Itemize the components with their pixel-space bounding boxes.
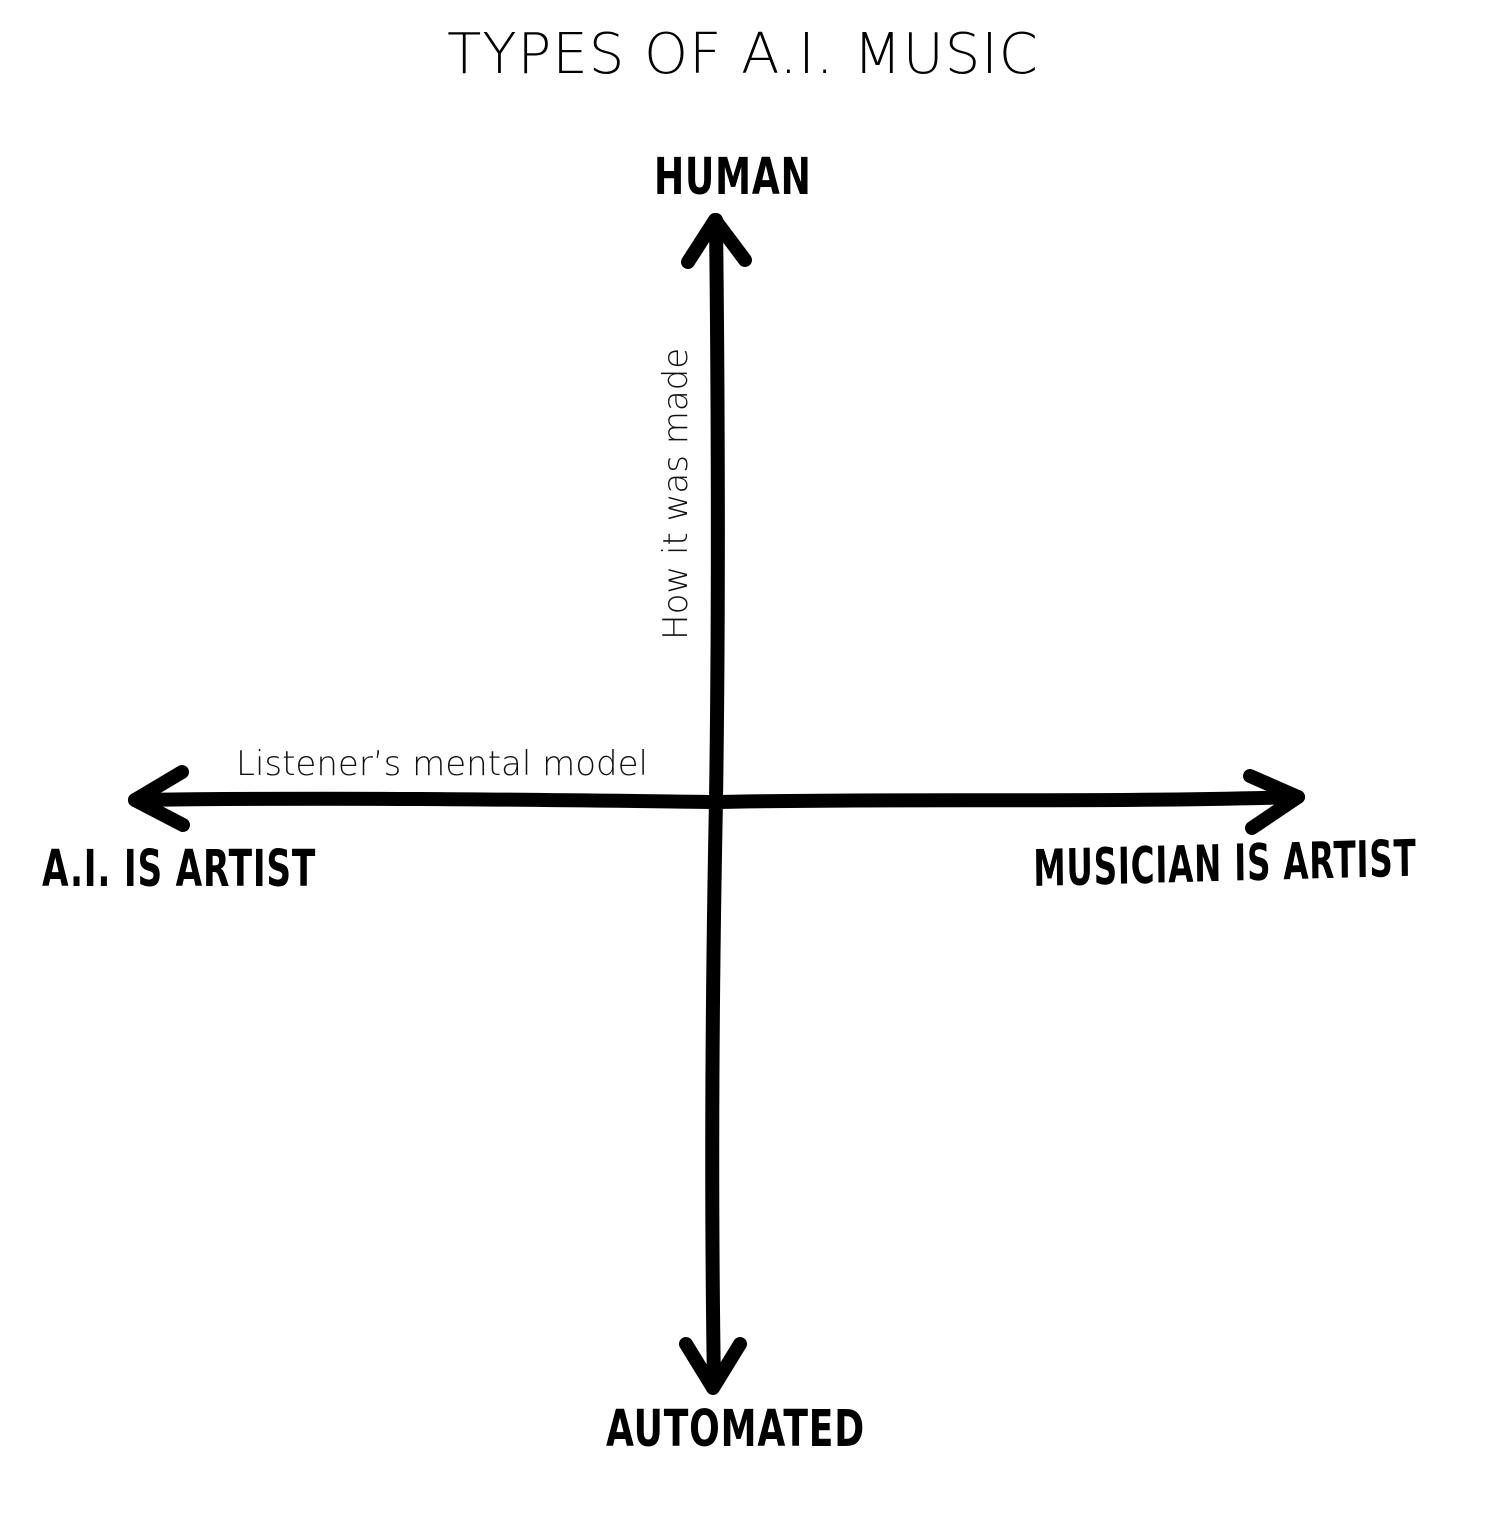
horizontal-axis-line [128,790,1305,809]
bottom-arrowhead [679,1337,747,1395]
top-arrowhead [681,213,752,269]
y-axis-bottom-label: AUTOMATED [606,1400,866,1459]
x-axis-left-label: A.I. IS ARTIST [42,840,317,899]
left-arrowhead [128,765,190,832]
y-axis-top-label: HUMAN [654,148,812,207]
x-axis-name: Listener’s mental model [236,744,649,784]
right-arrowhead [1243,769,1305,835]
diagram-title: TYPES OF A.I. MUSIC [447,22,1039,87]
